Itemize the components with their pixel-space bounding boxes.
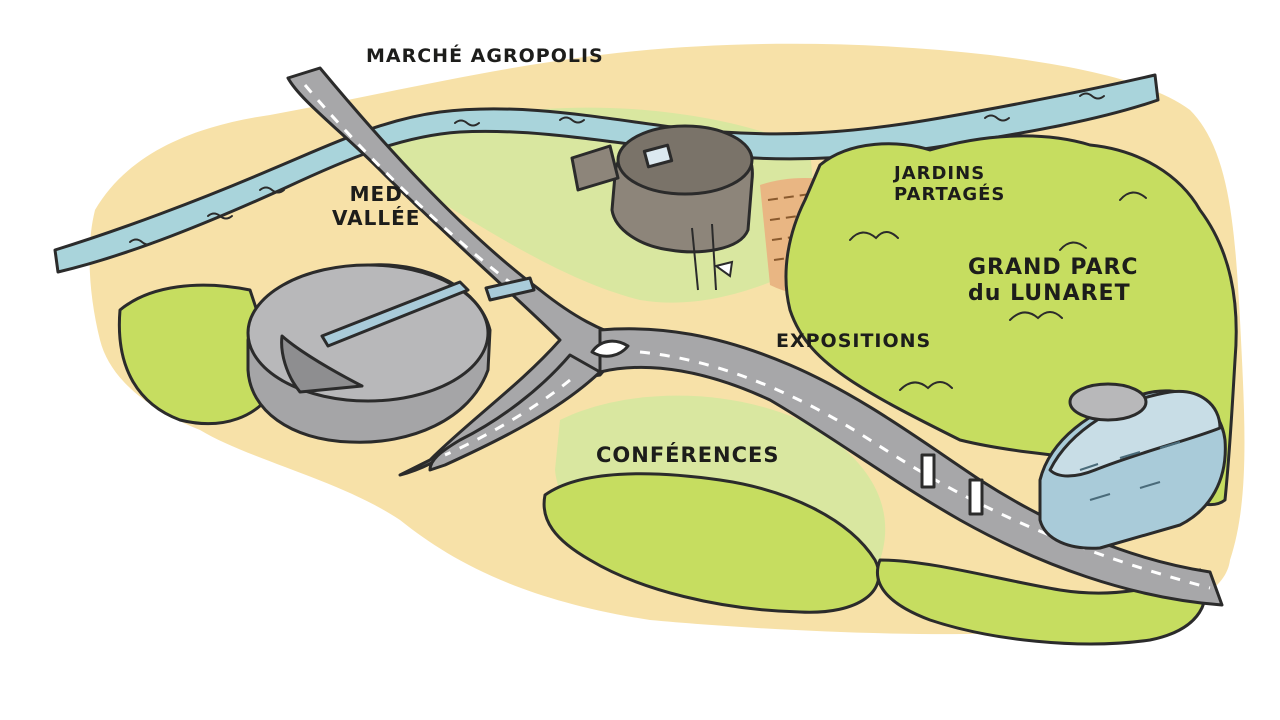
building-wing <box>570 144 620 192</box>
walkway <box>484 276 536 302</box>
agropolis-building <box>570 124 754 254</box>
river <box>53 73 1160 274</box>
flags <box>691 223 734 291</box>
tree-canopy-west <box>117 283 282 426</box>
lunaret-glass-building <box>1038 382 1227 550</box>
roof-opening <box>280 334 364 394</box>
roof-skylight <box>642 143 674 169</box>
flag-icon <box>713 260 734 278</box>
road-south-west <box>428 353 602 472</box>
tree-clusters <box>849 191 1147 391</box>
tree-canopy-south <box>542 472 881 614</box>
label-expositions: EXPOSITIONS <box>776 330 932 352</box>
med-vallee-building <box>246 263 536 444</box>
roof-glass-strip <box>320 280 470 348</box>
glass-panels <box>1079 441 1181 501</box>
label-med-vallee: MED VALLÉE <box>332 182 421 230</box>
rotunda-tower <box>1068 382 1148 422</box>
label-grand-parc-du-lunaret: GRAND PARC du LUNARET <box>968 255 1139 306</box>
label-marche-agropolis: MARCHÉ AGROPOLIS <box>366 45 604 67</box>
building-brown-roof <box>616 124 754 196</box>
label-conferences: CONFÉRENCES <box>596 443 780 467</box>
gate-pillar-icon <box>920 453 984 516</box>
tree-canopy-southeast <box>876 558 1207 646</box>
label-jardins-partages: JARDINS PARTAGÉS <box>894 163 1006 206</box>
roundabout-island <box>590 339 630 358</box>
